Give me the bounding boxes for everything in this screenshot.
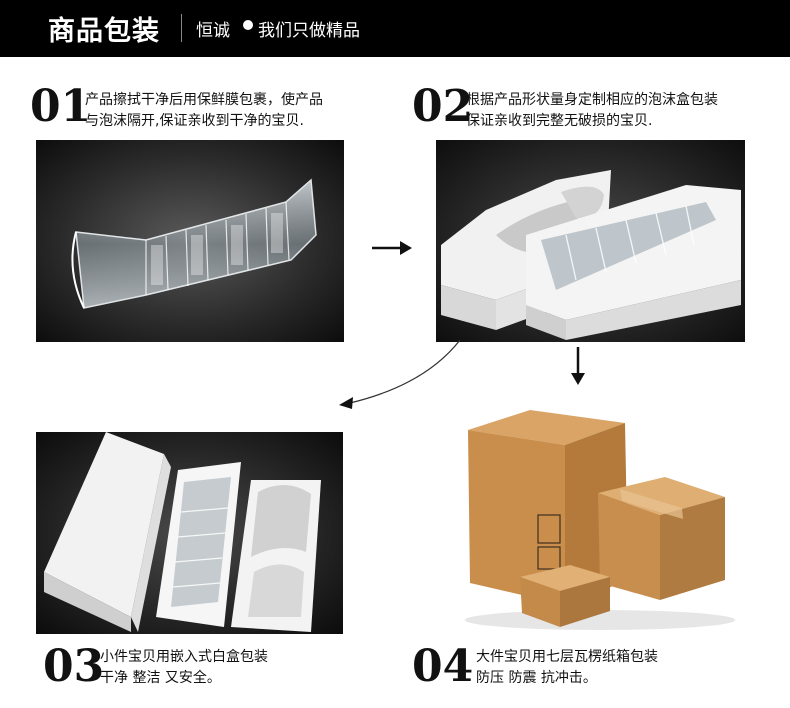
arrow-down-icon	[570, 347, 586, 387]
slogan: 我们只做精品	[258, 21, 360, 41]
bullet-dot-icon	[243, 20, 253, 30]
section-title: 商品包装	[48, 16, 160, 47]
step-3-line-2: 干净 整洁 又安全。	[100, 670, 221, 686]
step-1-line-2: 与泡沫隔开,保证亲收到干净的宝贝.	[85, 113, 304, 129]
step-2-line-1: 根据产品形状量身定制相应的泡沫盒包装	[466, 92, 718, 108]
step-1-photo-wrapped-crystal	[36, 140, 344, 342]
step-4-photo-cardboard-boxes	[450, 405, 740, 637]
step-2-photo-foam-box	[436, 140, 745, 342]
step-1-description: 产品擦拭干净后用保鲜膜包裹，使产品 与泡沫隔开,保证亲收到干净的宝贝.	[85, 90, 323, 132]
arrow-right-icon	[372, 240, 412, 256]
step-2-description: 根据产品形状量身定制相应的泡沫盒包装 保证亲收到完整无破损的宝贝.	[466, 90, 718, 132]
header-bar: 商品包装 恒诚 我们只做精品	[0, 0, 790, 57]
step-3-number: 03	[43, 641, 105, 692]
step-1-number: 01	[30, 81, 92, 132]
header-divider	[181, 14, 182, 42]
step-2-number: 02	[412, 81, 474, 132]
step-1-line-1: 产品擦拭干净后用保鲜膜包裹，使产品	[85, 92, 323, 108]
step-4-description: 大件宝贝用七层瓦楞纸箱包装 防压 防震 抗冲击。	[476, 647, 658, 689]
step-4-line-2: 防压 防震 抗冲击。	[476, 670, 597, 686]
step-4-line-1: 大件宝贝用七层瓦楞纸箱包装	[476, 649, 658, 665]
arrow-curved-left-icon	[335, 335, 465, 415]
step-3-description: 小件宝贝用嵌入式白盒包装 干净 整洁 又安全。	[100, 647, 268, 689]
step-3-photo-white-box	[36, 432, 343, 634]
step-4-number: 04	[412, 641, 474, 692]
step-2-line-2: 保证亲收到完整无破损的宝贝.	[466, 113, 653, 129]
step-3-line-1: 小件宝贝用嵌入式白盒包装	[100, 649, 268, 665]
brand-name: 恒诚	[196, 21, 230, 41]
